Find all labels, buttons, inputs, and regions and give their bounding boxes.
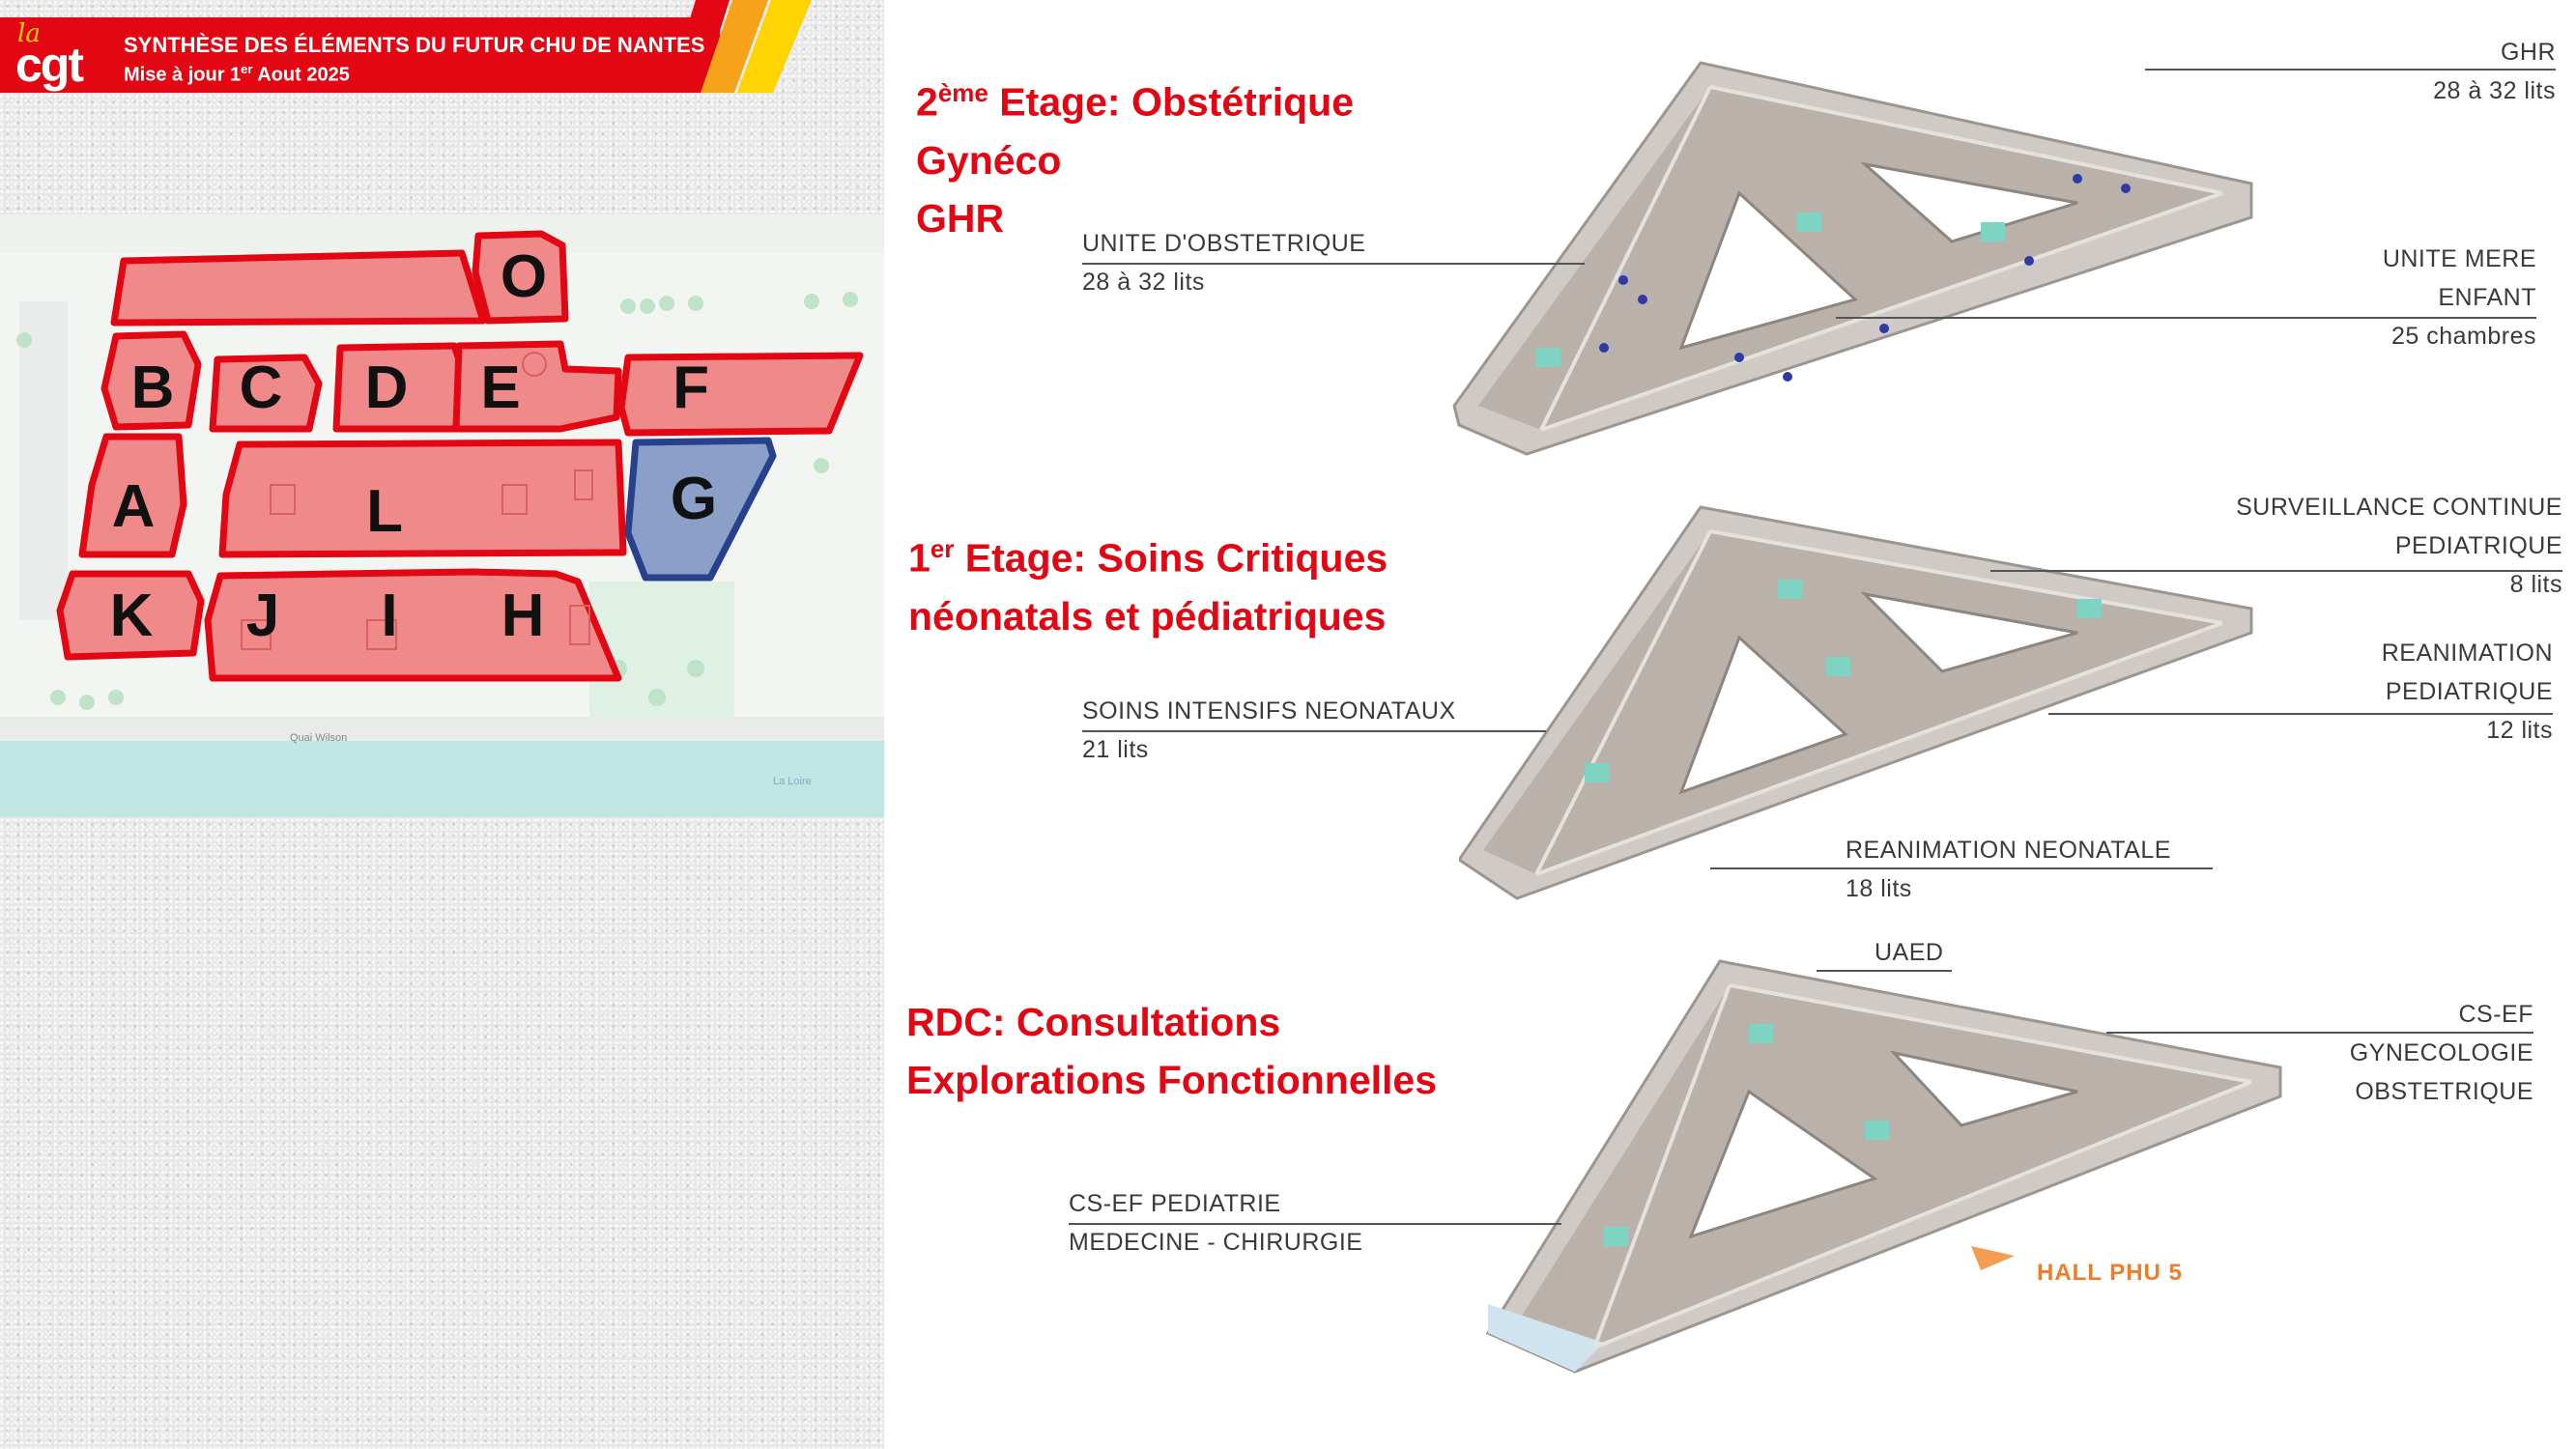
- header-band: [0, 17, 720, 93]
- building-B[interactable]: [100, 330, 202, 431]
- building-K[interactable]: [56, 570, 205, 661]
- rdc-leader-pediatrie: [1069, 1223, 1561, 1225]
- f1-leader-surveillance: [1990, 570, 2562, 572]
- rdc-diagram: [1485, 959, 2282, 1374]
- rdc-title-line2: Explorations Fonctionnelles: [906, 1058, 1438, 1102]
- f2-leader-obstetrique: [1082, 263, 1585, 265]
- header-subtitle: Mise à jour 1er Aout 2025: [124, 62, 350, 86]
- building-F[interactable]: [617, 352, 864, 437]
- rdc-callout-uaed: UAED: [1875, 939, 1944, 966]
- rdc-title: RDC: Consultations Explorations Fonction…: [906, 993, 1437, 1109]
- rdc-hall-label: HALL PHU 5: [2037, 1260, 2183, 1286]
- f1-leader-reanimation-neo: [1710, 867, 2213, 869]
- street-label: Quai Wilson: [290, 732, 347, 744]
- header-stripes: [676, 0, 812, 93]
- rdc-title-line1: RDC: Consultations: [906, 1000, 1281, 1044]
- building-O-annex[interactable]: [110, 249, 487, 327]
- f1-callout-reanimation-neo: REANIMATION NEONATALE 18 lits: [1846, 837, 2171, 902]
- label-C: C: [240, 355, 283, 421]
- label-L: L: [366, 478, 403, 545]
- rdc-callout-gyneco: CS-EF GYNECOLOGIE OBSTETRIQUE: [2349, 1001, 2533, 1105]
- floor-2-title-line3: GHR: [916, 195, 1005, 241]
- floor-1-title-line2: néonatals et pédiatriques: [908, 593, 1387, 639]
- label-B: B: [131, 355, 175, 421]
- building-L[interactable]: [218, 439, 627, 558]
- building-G[interactable]: [624, 437, 777, 582]
- logo-main-text: cgt: [15, 38, 84, 92]
- floor-2-title-line2: Gynéco: [916, 137, 1062, 183]
- label-F: F: [673, 355, 709, 421]
- building-C[interactable]: [209, 354, 323, 433]
- label-K: K: [110, 582, 154, 649]
- floor-2-diagram: [1452, 61, 2253, 456]
- site-map: Quai Wilson La Loire O B C D: [0, 214, 884, 817]
- label-H: H: [501, 582, 545, 649]
- river-label: La Loire: [773, 776, 812, 787]
- f1-leader-soins-intensifs: [1082, 730, 1546, 732]
- label-E: E: [480, 355, 520, 421]
- f2-callout-mere-enfant: UNITE MERE ENFANT 25 chambres: [2382, 245, 2536, 350]
- rdc-leader-gyneco: [2106, 1032, 2533, 1034]
- river: [0, 741, 884, 817]
- floor-2-title-line1: 2ème Etage: Obstétrique: [916, 78, 1355, 125]
- f1-leader-reanimation-ped: [2048, 713, 2553, 715]
- label-A: A: [112, 473, 156, 540]
- logo-small-text: la: [17, 19, 41, 48]
- floor-1-diagram: [1459, 505, 2253, 900]
- building-A[interactable]: [78, 433, 187, 558]
- rdc-callout-pediatrie: CS-EF PEDIATRIE MEDECINE - CHIRURGIE: [1069, 1190, 1363, 1256]
- f1-callout-surveillance: SURVEILLANCE CONTINUE PEDIATRIQUE 8 lits: [2236, 494, 2562, 598]
- building-E[interactable]: [452, 340, 622, 433]
- cgt-logo: la cgt: [14, 19, 102, 92]
- rdc-leader-uaed: [1817, 970, 1952, 972]
- floor-1-title: 1er Etage: Soins Critiques néonatals et …: [908, 520, 1388, 645]
- label-J: J: [246, 582, 279, 649]
- building-O[interactable]: [472, 230, 569, 325]
- f2-leader-mere-enfant: [1836, 317, 2536, 319]
- label-I: I: [381, 582, 397, 649]
- f2-callout-ghr: GHR 28 à 32 lits: [2433, 39, 2556, 104]
- building-JIH[interactable]: [204, 568, 622, 682]
- f2-callout-obstetrique: UNITE D'OBSTETRIQUE 28 à 32 lits: [1082, 230, 1366, 296]
- f1-callout-reanimation-ped: REANIMATION PEDIATRIQUE 12 lits: [2381, 639, 2553, 744]
- floor-1-title-line1: 1er Etage: Soins Critiques: [908, 534, 1388, 581]
- f1-callout-soins-intensifs: SOINS INTENSIFS NEONATAUX 21 lits: [1082, 697, 1456, 763]
- label-O: O: [501, 243, 547, 310]
- floor-2-title: 2ème Etage: Obstétrique Gynéco GHR: [916, 64, 1354, 247]
- label-G: G: [671, 466, 717, 532]
- f2-leader-ghr: [2145, 69, 2556, 71]
- label-D: D: [365, 355, 409, 421]
- header-title: SYNTHÈSE DES ÉLÉMENTS DU FUTUR CHU DE NA…: [124, 33, 705, 57]
